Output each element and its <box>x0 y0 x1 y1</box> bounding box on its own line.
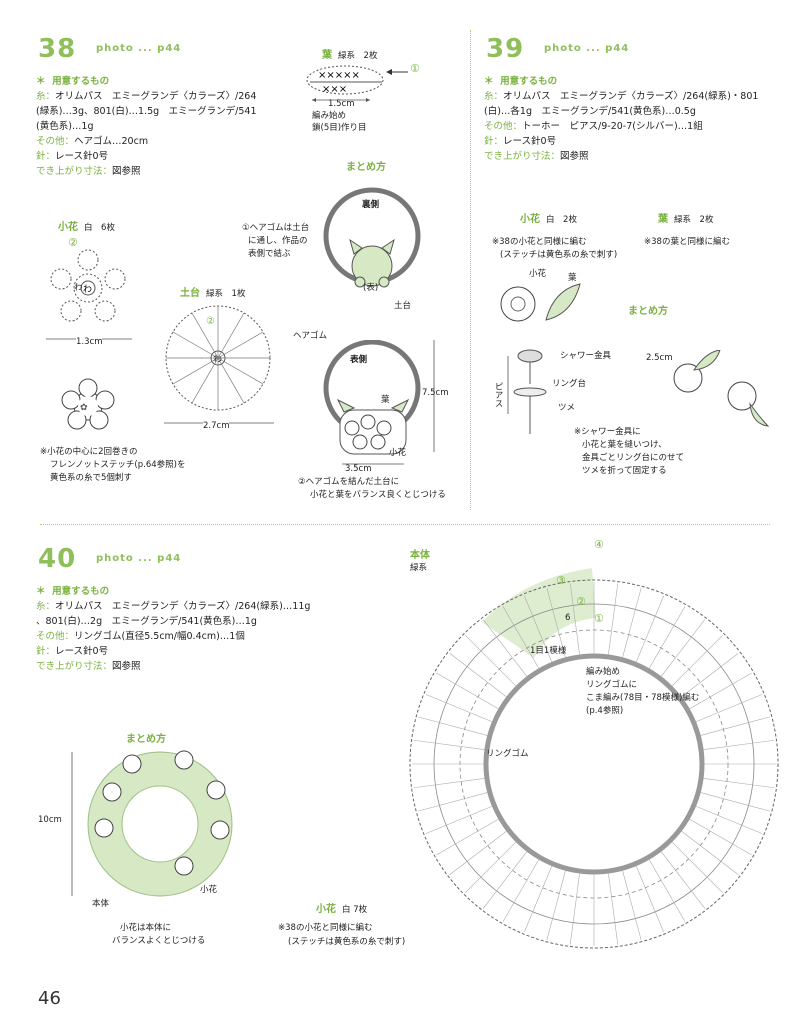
flower-chart-38: わ <box>50 249 126 322</box>
leaf-chart-38: ××××× ××× <box>306 65 408 102</box>
earring-finished-39 <box>673 350 770 427</box>
svg-text:×××××: ××××× <box>318 70 360 81</box>
section-divider-vertical <box>470 30 471 510</box>
flower-illustration-38: ✿ <box>61 378 115 430</box>
section-38-materials: ＊ 用意するもの 糸：オリムパス エミーグランデ〈カラーズ〉/264 (緑系)…… <box>36 76 257 177</box>
assembly-title-38: まとめ方 <box>346 162 386 173</box>
section-39-number: 39 <box>486 34 525 64</box>
leaf-title: 葉 <box>322 50 332 61</box>
earring-parts-diagram <box>507 349 547 434</box>
assembly-front-diagram <box>323 340 435 465</box>
section-38-number: 38 <box>38 34 77 64</box>
assembly-title-40: まとめ方 <box>126 734 166 745</box>
assembly-back-diagram <box>323 187 421 288</box>
materials-heading: 用意するもの <box>52 76 110 87</box>
base-chart-38: わ <box>165 305 271 411</box>
svg-text:×××: ××× <box>322 84 347 95</box>
section-38-photo-ref: photo ... p44 <box>96 43 182 54</box>
section-40-photo-ref: photo ... p44 <box>96 553 182 564</box>
svg-text:わ: わ <box>83 284 92 295</box>
page-number: 46 <box>38 988 61 1009</box>
flower-title-40: 小花 <box>316 904 336 915</box>
assembly-ring-40 <box>87 750 233 897</box>
section-39-materials: ＊ 用意するもの 糸：オリムパス エミーグランデ〈カラーズ〉/264(緑系)・8… <box>484 76 759 162</box>
body-title-40: 本体 <box>410 550 430 561</box>
section-divider-horizontal <box>40 524 770 525</box>
flower-leaf-parts-39 <box>500 283 581 322</box>
assembly-title-39: まとめ方 <box>628 306 668 317</box>
body-chart-40 <box>409 568 779 949</box>
section-40-materials: ＊ 用意するもの 糸：オリムパス エミーグランデ〈カラーズ〉/264(緑系)…1… <box>36 586 311 672</box>
base-title-38: 土台 <box>180 288 200 299</box>
section-39-photo-ref: photo ... p44 <box>544 43 630 54</box>
svg-text:✿: ✿ <box>80 403 88 413</box>
leaf-title-39: 葉 <box>658 214 668 225</box>
flower-title-39: 小花 <box>520 214 540 225</box>
section-40-number: 40 <box>38 544 77 574</box>
flower-title-38: 小花 <box>58 222 78 233</box>
